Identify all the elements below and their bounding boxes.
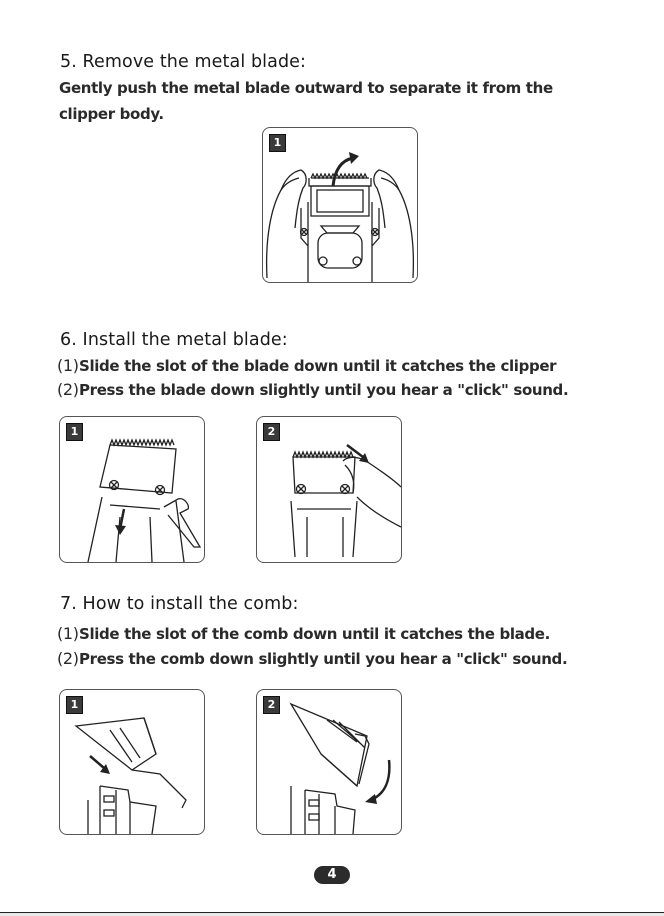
install-blade-illustration-2	[290, 444, 401, 558]
step-number: (1)	[57, 356, 79, 375]
step-text: Slide the slot of the comb down until it…	[79, 625, 550, 643]
figure-install-comb-2: 2	[256, 689, 402, 835]
page-number: 4	[314, 866, 350, 884]
figure-badge: 2	[263, 696, 280, 714]
step-text: Press the blade down slightly until you …	[79, 381, 569, 399]
section-6-step-1: (1)Slide the slot of the blade down unti…	[57, 356, 557, 375]
install-blade-illustration-1	[87, 438, 202, 562]
section-6-step-2: (2)Press the blade down slightly until y…	[57, 380, 569, 399]
figure-install-blade-1: 1	[59, 416, 205, 563]
section-5-text-line-2: clipper body.	[59, 105, 164, 123]
section-7-step-2: (2)Press the comb down slightly until yo…	[57, 649, 568, 668]
bottom-divider	[0, 912, 664, 913]
section-5-title: 5. Remove the metal blade:	[60, 52, 307, 72]
step-number: (1)	[57, 624, 79, 643]
step-number: (2)	[57, 380, 79, 399]
figure-badge: 1	[66, 423, 83, 441]
step-text: Slide the slot of the blade down until i…	[79, 357, 557, 375]
section-5-text-line-1: Gently push the metal blade outward to s…	[59, 79, 553, 97]
remove-blade-illustration	[265, 152, 415, 282]
install-comb-illustration-2	[289, 702, 391, 834]
figure-badge: 1	[269, 134, 286, 152]
figure-badge: 2	[263, 423, 280, 441]
figure-remove-blade: 1	[262, 127, 418, 283]
step-number: (2)	[57, 649, 79, 668]
section-6-title: 6. Install the metal blade:	[60, 330, 288, 350]
figure-badge: 1	[66, 696, 83, 714]
step-text: Press the comb down slightly until you h…	[79, 650, 568, 668]
figure-install-blade-2: 2	[256, 416, 402, 563]
bottom-edge	[0, 913, 664, 916]
install-comb-illustration-1	[74, 717, 187, 834]
figure-install-comb-1: 1	[59, 689, 205, 835]
section-7-step-1: (1)Slide the slot of the comb down until…	[57, 624, 550, 643]
section-7-title: 7. How to install the comb:	[60, 594, 299, 614]
